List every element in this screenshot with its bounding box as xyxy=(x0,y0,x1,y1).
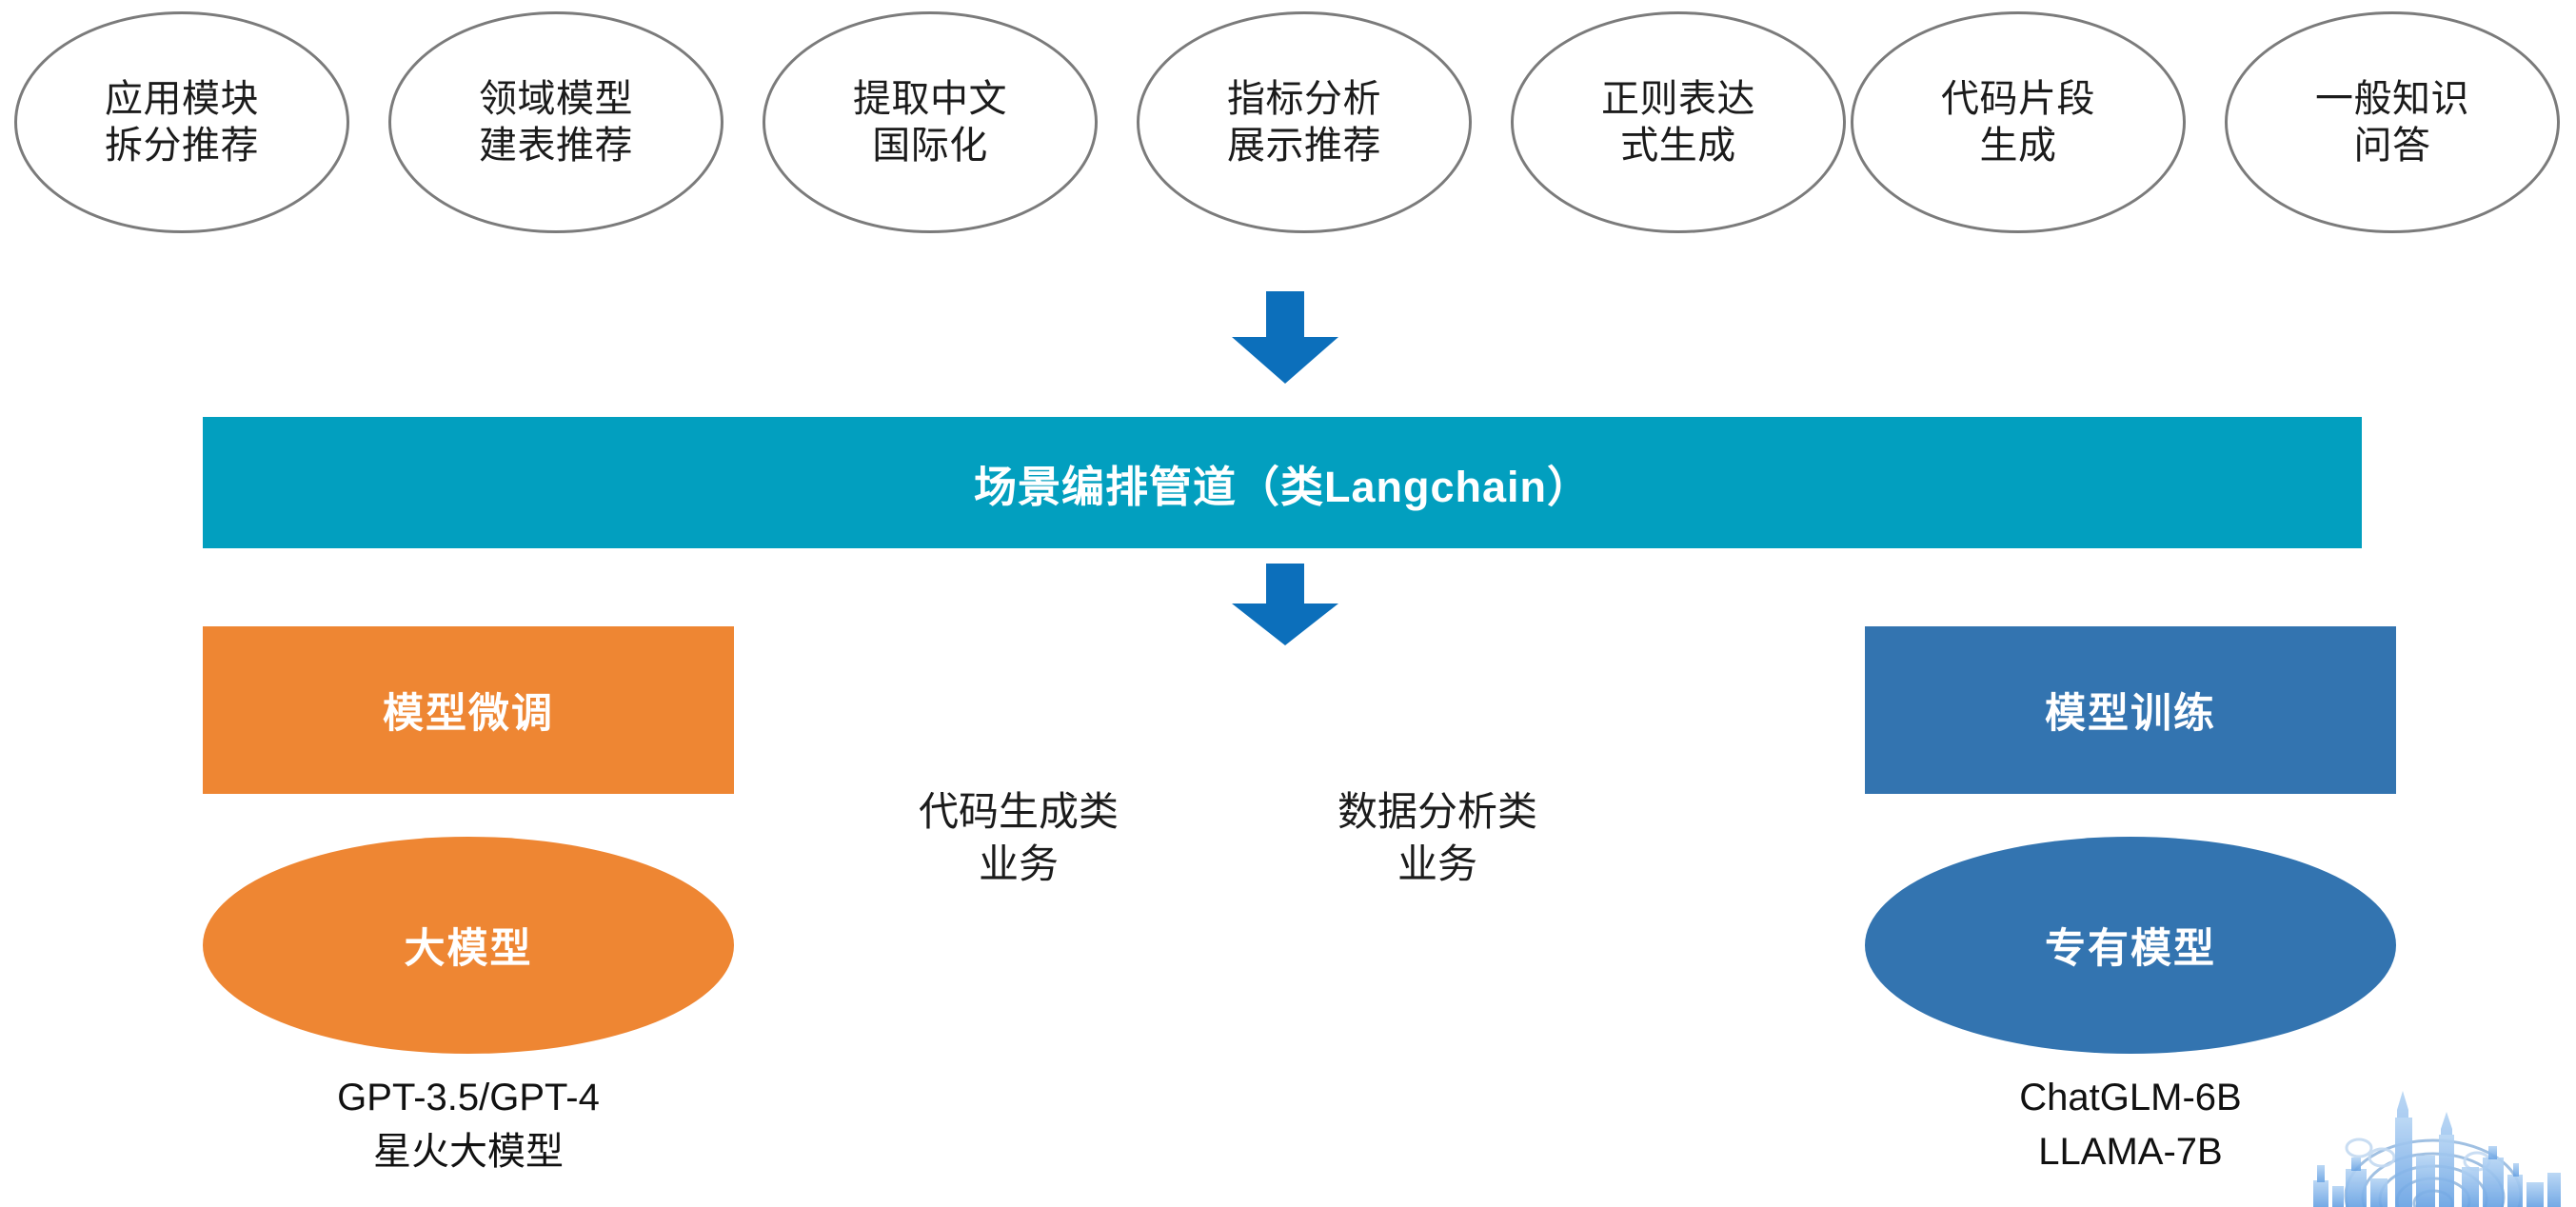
scenario-ellipse-6-line-1: 代码片段 xyxy=(1941,77,2095,120)
stage-box-model-finetune-label: 模型微调 xyxy=(383,691,554,737)
scenario-ellipse-3-line-2: 国际化 xyxy=(872,124,988,167)
scenario-ellipse-6-line-2: 生成 xyxy=(1979,124,2057,167)
model-name-left-2: 星火大模型 xyxy=(373,1130,564,1173)
scenario-ellipse-4-line-2: 展示推荐 xyxy=(1227,124,1381,167)
scenario-ellipse-1-line-2: 拆分推荐 xyxy=(105,124,259,167)
scenario-ellipse-5-line-1: 正则表达 xyxy=(1601,77,1755,120)
scenario-ellipse-6[interactable]: 代码片段 生成 xyxy=(1851,11,2186,233)
scenario-ellipse-4-line-1: 指标分析 xyxy=(1227,77,1381,120)
pipeline-banner[interactable]: 场景编排管道（类Langchain） xyxy=(203,417,2362,548)
model-ellipse-large-model-label: 大模型 xyxy=(404,926,533,972)
stage-box-model-training-label: 模型训练 xyxy=(2045,691,2216,737)
down-arrow-icon-bottom xyxy=(1228,564,1342,647)
scenario-ellipse-2-line-2: 建表推荐 xyxy=(479,124,633,167)
scenario-ellipse-7[interactable]: 一般知识 问答 xyxy=(2225,11,2560,233)
stage-box-model-finetune[interactable]: 模型微调 xyxy=(203,626,734,794)
scenario-ellipse-3-line-1: 提取中文 xyxy=(853,77,1007,120)
model-names-left: GPT-3.5/GPT-4 星火大模型 xyxy=(203,1071,734,1179)
model-name-right-1: ChatGLM-6B xyxy=(2019,1077,2242,1118)
scenario-ellipse-2[interactable]: 领域模型 建表推荐 xyxy=(388,11,723,233)
business-category-code-generation-line-2: 业务 xyxy=(978,841,1059,886)
down-arrow-icon-top xyxy=(1228,291,1342,386)
business-category-data-analysis: 数据分析类 业务 xyxy=(1238,786,1637,890)
scenario-ellipse-1[interactable]: 应用模块 拆分推荐 xyxy=(14,11,349,233)
scenario-ellipse-1-line-1: 应用模块 xyxy=(105,77,259,120)
scenario-ellipse-5[interactable]: 正则表达 式生成 xyxy=(1511,11,1846,233)
business-category-code-generation: 代码生成类 业务 xyxy=(819,786,1219,890)
stage-box-model-training[interactable]: 模型训练 xyxy=(1865,626,2396,794)
model-name-right-2: LLAMA-7B xyxy=(2038,1130,2223,1173)
scenario-ellipse-row: 应用模块 拆分推荐 领域模型 建表推荐 提取中文 国际化 指标分析 展示推荐 正… xyxy=(0,0,2576,247)
model-ellipse-proprietary-model[interactable]: 专有模型 xyxy=(1865,837,2396,1054)
scenario-ellipse-7-line-1: 一般知识 xyxy=(2315,77,2469,120)
scenario-ellipse-5-line-2: 式生成 xyxy=(1620,124,1736,167)
scenario-ellipse-7-line-2: 问答 xyxy=(2353,124,2431,167)
scenario-ellipse-2-line-1: 领域模型 xyxy=(479,77,633,120)
business-category-data-analysis-line-1: 数据分析类 xyxy=(1337,789,1537,834)
scenario-ellipse-4[interactable]: 指标分析 展示推荐 xyxy=(1137,11,1472,233)
pipeline-banner-label: 场景编排管道（类Langchain） xyxy=(973,462,1592,511)
model-ellipse-proprietary-model-label: 专有模型 xyxy=(2045,926,2216,972)
model-ellipse-large-model[interactable]: 大模型 xyxy=(203,837,734,1054)
model-names-right: ChatGLM-6B LLAMA-7B xyxy=(1865,1071,2396,1179)
business-category-code-generation-line-1: 代码生成类 xyxy=(918,789,1119,834)
scenario-ellipse-3[interactable]: 提取中文 国际化 xyxy=(763,11,1098,233)
business-category-data-analysis-line-2: 业务 xyxy=(1397,841,1477,886)
model-name-left-1: GPT-3.5/GPT-4 xyxy=(337,1077,600,1118)
